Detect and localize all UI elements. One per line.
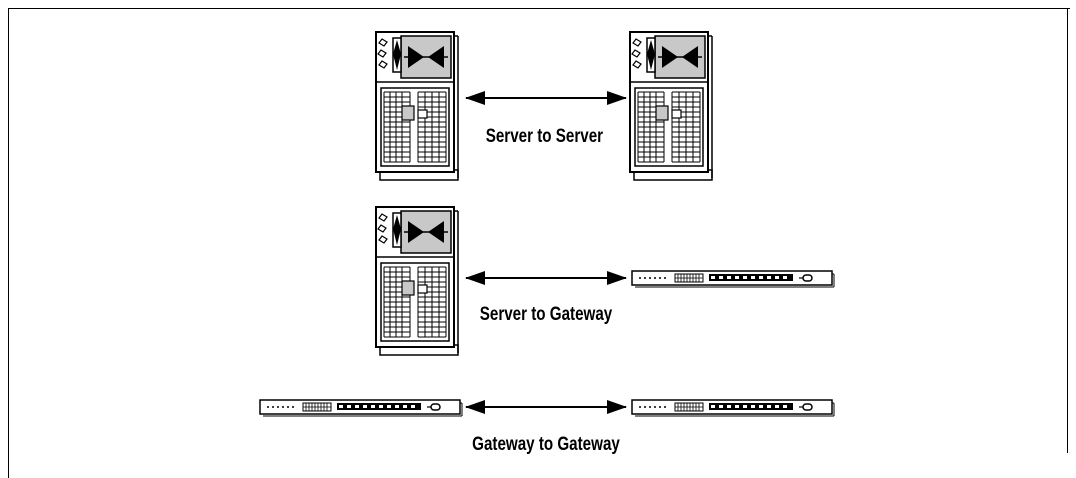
gateway-1-icon: [631, 270, 835, 288]
server-3-icon: [375, 206, 459, 356]
gateway-to-gateway-label: Gateway to Gateway: [472, 432, 620, 454]
server-1-icon: [375, 31, 459, 181]
gateway-3-icon: [631, 399, 835, 417]
frame-border-right: [1067, 8, 1068, 453]
gateway-2-icon: [259, 399, 463, 417]
server-to-server-label: Server to Server: [486, 124, 604, 146]
server-to-gateway-label: Server to Gateway: [480, 302, 613, 324]
frame-border-left: [8, 8, 9, 478]
server-2-icon: [629, 31, 713, 181]
frame-border-top: [8, 8, 1070, 9]
